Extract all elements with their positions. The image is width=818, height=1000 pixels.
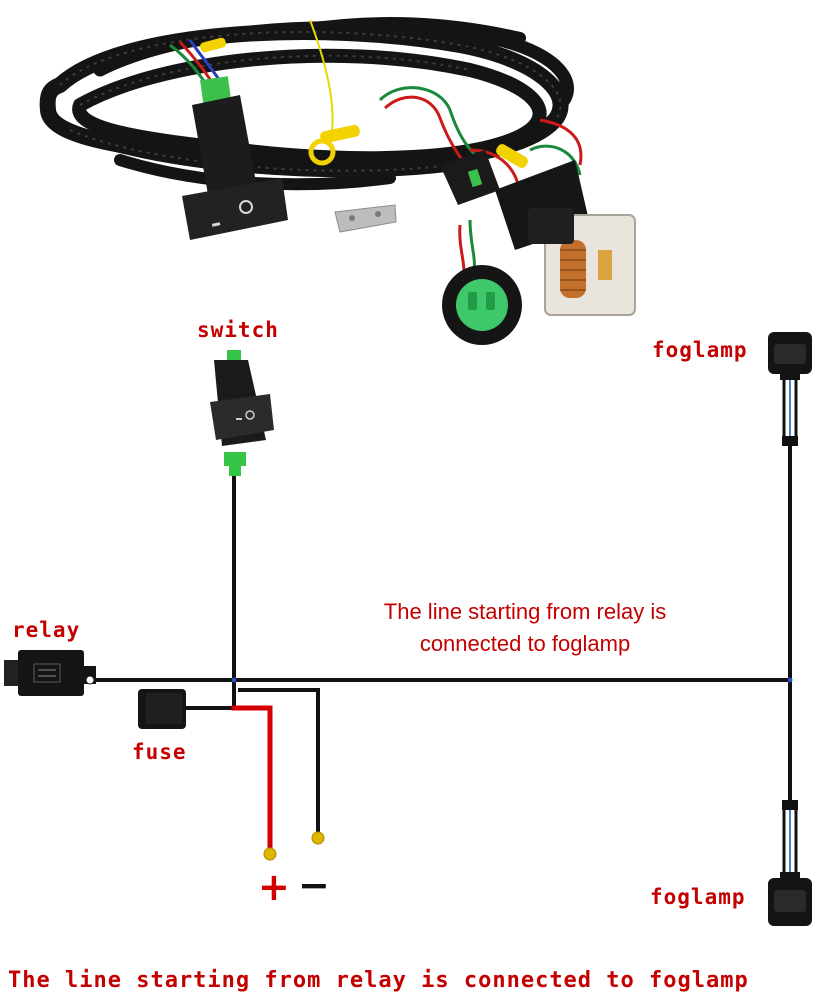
photo-bracket — [334, 204, 397, 233]
photo-fuse-holder — [440, 150, 500, 205]
negative-sign: − — [298, 863, 330, 907]
switch-component — [210, 350, 274, 476]
harness-photo — [39, 17, 636, 345]
bottom-caption: The line starting from relay is connecte… — [8, 968, 749, 993]
photo-foglamp-connector — [442, 265, 522, 345]
fuse-component — [138, 689, 186, 729]
relay-note-line-1: The line starting from relay is — [383, 599, 667, 624]
relay-component — [4, 650, 96, 696]
fuse-label: fuse — [132, 740, 187, 764]
relay-label: relay — [12, 618, 81, 642]
relay-note: The line starting from relay is connecte… — [345, 596, 705, 660]
power-terminals — [263, 831, 325, 861]
foglamp-connector-bottom — [768, 872, 812, 926]
wires — [93, 376, 798, 880]
switch-label: switch — [197, 318, 279, 342]
harness-coil — [39, 17, 574, 191]
photo-relay-holder — [495, 160, 636, 316]
relay-note-line-2: connected to foglamp — [419, 631, 631, 656]
foglamp-connector-top — [768, 332, 812, 380]
positive-sign: + — [258, 865, 290, 909]
foglamp-bottom-label: foglamp — [650, 885, 746, 909]
foglamp-top-label: foglamp — [652, 338, 748, 362]
photo-switch — [182, 76, 288, 240]
